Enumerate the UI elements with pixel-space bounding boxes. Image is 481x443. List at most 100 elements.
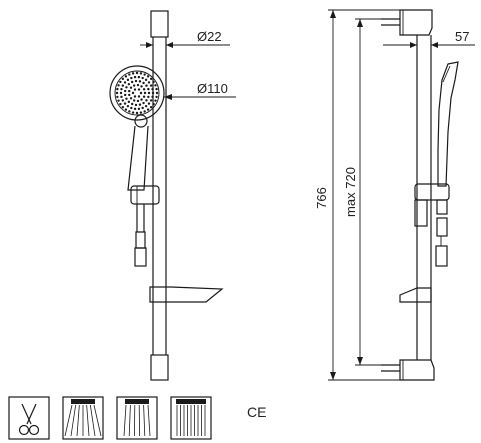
massage-spray-icon bbox=[116, 396, 158, 440]
nozzle-dot bbox=[145, 84, 148, 87]
nozzle-dot bbox=[144, 104, 148, 108]
nozzle-dot bbox=[143, 73, 146, 76]
spray-line bbox=[123, 404, 127, 437]
side-bottom-bracket bbox=[399, 359, 435, 381]
nozzle-dot bbox=[146, 75, 150, 78]
feature-icons: CE bbox=[8, 396, 266, 440]
nozzle-dot bbox=[147, 102, 151, 105]
nozzle-dot bbox=[154, 84, 157, 87]
max-adjust-label: max 720 bbox=[343, 167, 358, 217]
nozzle-dot bbox=[133, 95, 137, 98]
nozzle-dot bbox=[137, 95, 141, 98]
spray-line bbox=[76, 404, 80, 437]
nozzle-dot bbox=[134, 79, 138, 83]
spray-line bbox=[89, 404, 96, 437]
scissors-icon bbox=[8, 396, 50, 440]
nozzle-dot bbox=[117, 84, 120, 87]
nozzle-dot bbox=[116, 87, 119, 91]
nozzle-dot bbox=[128, 89, 131, 93]
nozzle-dot bbox=[123, 89, 127, 93]
front-view bbox=[109, 10, 224, 381]
side-shelf bbox=[399, 287, 432, 303]
spray-line bbox=[143, 404, 146, 437]
nozzle-dot bbox=[154, 99, 157, 102]
nozzle-dot bbox=[146, 108, 150, 111]
nozzle-dot bbox=[138, 103, 142, 106]
bar-diameter-dimension: Ø22 bbox=[140, 29, 230, 48]
rain-spray-icon bbox=[62, 396, 104, 440]
nozzle-dot bbox=[115, 91, 119, 95]
front-hose bbox=[135, 204, 146, 249]
nozzle-dot bbox=[131, 72, 135, 75]
nozzle-dot bbox=[124, 108, 128, 111]
nozzle-dot bbox=[136, 83, 140, 87]
nozzle-dot bbox=[128, 73, 131, 76]
spray-line bbox=[70, 404, 77, 437]
nozzle-dot bbox=[134, 103, 138, 107]
nozzle-dot bbox=[147, 91, 151, 95]
nozzle-dot bbox=[147, 81, 151, 84]
nozzle-dot bbox=[130, 80, 134, 84]
nozzle-dot bbox=[143, 91, 147, 95]
nozzle-dot bbox=[141, 106, 144, 110]
spray-line bbox=[86, 404, 90, 437]
nozzle-dot bbox=[142, 101, 145, 105]
nozzle-dot bbox=[133, 88, 137, 91]
nozzle-dot bbox=[127, 100, 131, 104]
nozzle-dot bbox=[144, 78, 148, 82]
nozzle-dot bbox=[139, 91, 143, 95]
total-height-dimension: 766 bbox=[314, 9, 400, 381]
nozzle-dot bbox=[139, 111, 143, 114]
nozzle-dot bbox=[142, 81, 145, 85]
nozzle-dot bbox=[121, 99, 125, 102]
spray-line bbox=[128, 404, 131, 437]
nozzle-dot bbox=[137, 75, 141, 79]
nozzle-dot bbox=[151, 87, 154, 91]
nozzle-dot bbox=[152, 80, 155, 84]
nozzle-dot bbox=[132, 99, 136, 102]
nozzle-dot bbox=[127, 82, 131, 86]
nozzle-dot bbox=[151, 95, 154, 99]
nozzle-dot bbox=[133, 75, 137, 79]
wall-offset-dimension: 57 bbox=[383, 29, 475, 48]
nozzle-dot bbox=[140, 85, 143, 88]
nozzle-dot bbox=[120, 95, 123, 99]
nozzle-dot bbox=[149, 84, 153, 87]
ce-mark: CE bbox=[247, 404, 266, 420]
nozzle-dot bbox=[137, 88, 141, 91]
nozzle-dot bbox=[133, 107, 137, 111]
nozzle-dot bbox=[145, 99, 148, 102]
nozzle-dot bbox=[135, 71, 139, 75]
nozzle-dot bbox=[125, 97, 128, 100]
nozzle-dot bbox=[140, 98, 143, 101]
nozzle-dot bbox=[141, 76, 144, 80]
nozzle-dot bbox=[131, 91, 135, 95]
nozzle-dot bbox=[119, 91, 123, 95]
nozzle-dot bbox=[128, 93, 131, 97]
nozzle-dot bbox=[155, 95, 158, 99]
spray-line bbox=[93, 404, 102, 437]
spray-line bbox=[64, 404, 73, 437]
nozzle-dot bbox=[137, 107, 141, 111]
nozzle-dot bbox=[123, 93, 127, 97]
side-top-bracket bbox=[399, 9, 433, 36]
nozzle-dot bbox=[126, 104, 130, 108]
nozzle-dot bbox=[121, 77, 125, 81]
nozzle-dot bbox=[143, 110, 146, 113]
nozzle-dot bbox=[130, 106, 133, 110]
nozzle-dot bbox=[139, 72, 143, 75]
nozzle-dot bbox=[138, 80, 142, 83]
nozzle-dot bbox=[120, 87, 123, 91]
nozzle-dot bbox=[123, 81, 127, 84]
nozzle-dot bbox=[126, 78, 130, 82]
nozzle-dot bbox=[147, 95, 150, 99]
nozzle-dot bbox=[151, 91, 155, 95]
nozzle-dot bbox=[129, 97, 133, 100]
nozzle-dot bbox=[135, 111, 139, 115]
front-top-bracket bbox=[150, 10, 169, 38]
max-adjust-dimension: max 720 bbox=[343, 18, 381, 366]
nozzle-dot bbox=[149, 77, 153, 81]
full-spray-icon bbox=[170, 396, 212, 440]
nozzle-dot bbox=[119, 80, 122, 84]
